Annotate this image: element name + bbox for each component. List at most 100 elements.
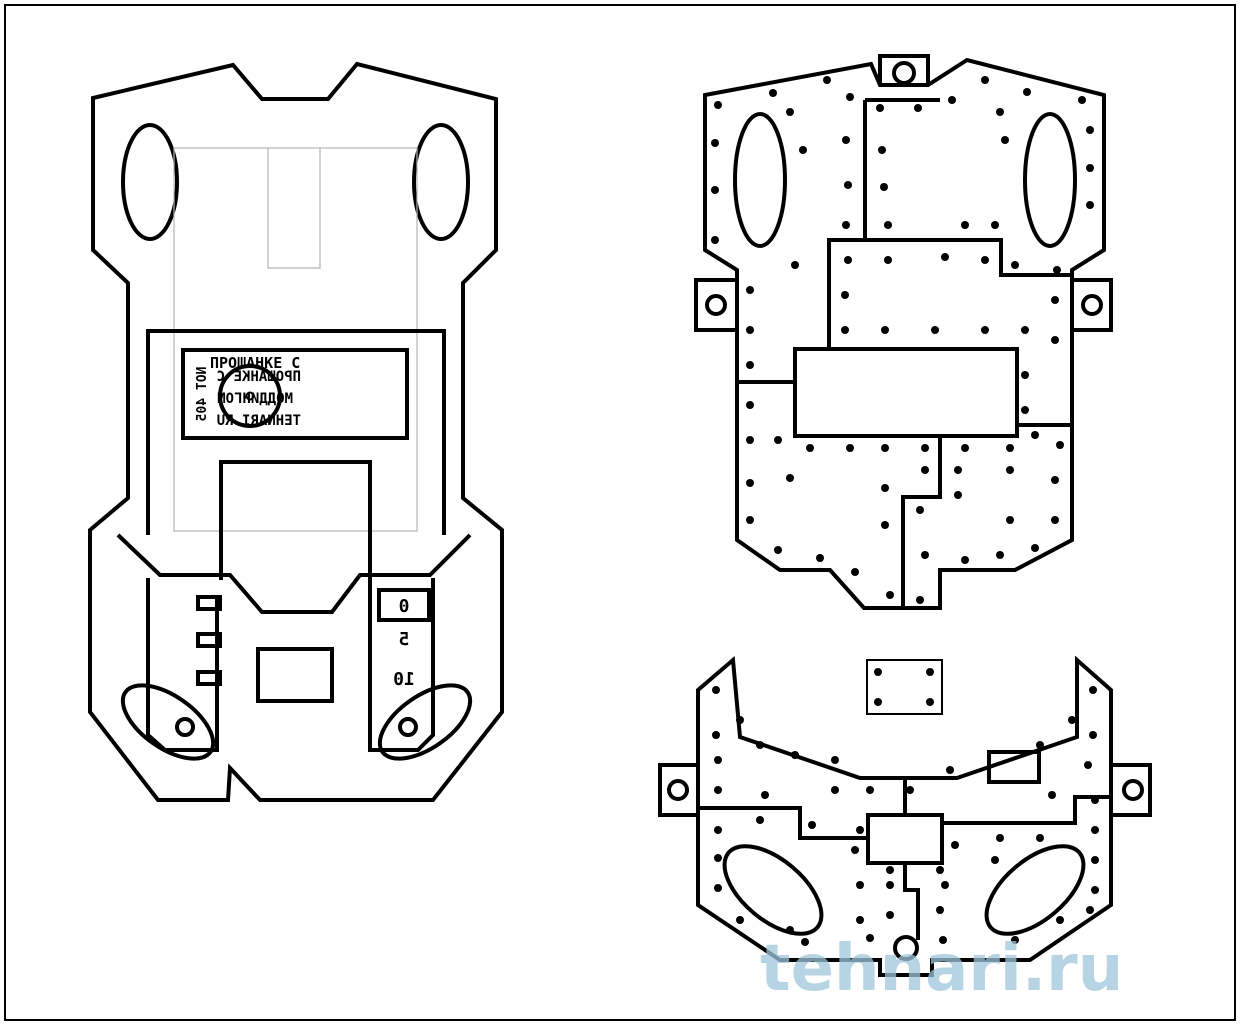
drill-hole <box>856 826 864 834</box>
drill-hole <box>1021 371 1029 379</box>
right-wheel-oval <box>412 123 470 241</box>
fairing-bottom-hole <box>893 935 919 961</box>
drill-hole <box>1006 466 1014 474</box>
tab-2 <box>196 632 222 648</box>
drill-hole <box>1086 201 1094 209</box>
drill-hole <box>746 436 754 444</box>
panel-left-oval <box>733 112 787 248</box>
drill-hole <box>996 551 1004 559</box>
drill-hole <box>736 916 744 924</box>
drill-hole <box>1031 544 1039 552</box>
drill-hole <box>1089 686 1097 694</box>
drill-hole <box>1091 886 1099 894</box>
drill-hole <box>1023 88 1031 96</box>
drill-hole <box>926 698 934 706</box>
drill-hole <box>941 881 949 889</box>
drill-hole <box>961 221 969 229</box>
drill-hole <box>831 786 839 794</box>
guide-rectangle <box>173 147 418 532</box>
drill-hole <box>711 139 719 147</box>
drill-hole <box>991 856 999 864</box>
drill-hole <box>941 253 949 261</box>
drill-hole <box>831 756 839 764</box>
drill-hole <box>916 596 924 604</box>
watermark-text: tehnari.ru <box>760 932 1123 1006</box>
right-mount <box>1072 278 1113 332</box>
drill-hole <box>991 221 999 229</box>
drill-hole <box>866 786 874 794</box>
drill-hole <box>774 436 782 444</box>
drill-hole <box>844 256 852 264</box>
drill-hole <box>916 506 924 514</box>
fairing-right-hole <box>1122 779 1144 801</box>
drill-hole <box>1086 164 1094 172</box>
drill-hole <box>786 474 794 482</box>
drill-hole <box>981 76 989 84</box>
drill-hole <box>851 568 859 576</box>
drill-hole <box>1051 516 1059 524</box>
drill-hole <box>756 816 764 824</box>
drill-hole <box>714 854 722 862</box>
drill-hole <box>712 731 720 739</box>
drill-hole <box>914 104 922 112</box>
left-mount <box>694 278 737 332</box>
drill-hole <box>921 466 929 474</box>
drill-hole <box>1068 716 1076 724</box>
drill-hole <box>806 444 814 452</box>
drill-hole <box>996 108 1004 116</box>
drill-hole <box>842 221 850 229</box>
drill-hole <box>746 326 754 334</box>
drill-hole <box>1011 261 1019 269</box>
drill-hole <box>936 866 944 874</box>
label-line-c: TEHNARI.RU <box>217 413 301 429</box>
drill-hole <box>874 668 882 676</box>
rear-right-oval <box>377 683 473 761</box>
drill-hole <box>746 479 754 487</box>
top-mount <box>878 54 930 85</box>
drill-hole <box>746 401 754 409</box>
drill-hole <box>1089 731 1097 739</box>
drill-hole <box>881 444 889 452</box>
inner-frame <box>146 329 446 535</box>
drill-hole <box>711 236 719 244</box>
fairing-outline <box>696 655 1113 977</box>
drill-hole <box>886 591 894 599</box>
fairing-window <box>987 750 1041 784</box>
scale-value-10: 10 <box>393 669 415 690</box>
drill-hole <box>846 93 854 101</box>
drill-hole <box>846 444 854 452</box>
label-text-block: ПРОШАНКЕ С МОДДИНГОМ TEHNARI.RU <box>217 369 301 429</box>
drill-hole <box>881 521 889 529</box>
fairing-right-mount <box>1111 763 1152 817</box>
drill-hole <box>842 136 850 144</box>
drill-hole <box>981 326 989 334</box>
drill-hole <box>939 936 947 944</box>
fairing-center-block <box>866 813 944 865</box>
drill-hole <box>841 326 849 334</box>
drill-hole <box>736 716 744 724</box>
drill-hole <box>1051 476 1059 484</box>
drill-hole <box>948 96 956 104</box>
drill-hole <box>1006 516 1014 524</box>
tab-1 <box>196 595 222 611</box>
drill-hole <box>961 444 969 452</box>
drill-hole <box>1006 444 1014 452</box>
label-line-a: ПРОШАНКЕ С <box>217 369 301 385</box>
drill-hole <box>1084 761 1092 769</box>
drill-hole <box>1048 791 1056 799</box>
panel-right-oval <box>1023 112 1077 248</box>
scale-value-5: 5 <box>399 629 410 650</box>
page-frame <box>4 4 1236 1021</box>
drill-hole <box>799 146 807 154</box>
drill-hole <box>1036 834 1044 842</box>
tab-3 <box>196 670 222 686</box>
left-wheel-oval <box>121 123 179 241</box>
fairing <box>658 655 1152 977</box>
drill-hole <box>714 756 722 764</box>
drill-hole <box>981 256 989 264</box>
drill-hole <box>1086 906 1094 914</box>
drill-hole <box>1036 741 1044 749</box>
drill-hole <box>714 884 722 892</box>
drill-hole <box>886 911 894 919</box>
